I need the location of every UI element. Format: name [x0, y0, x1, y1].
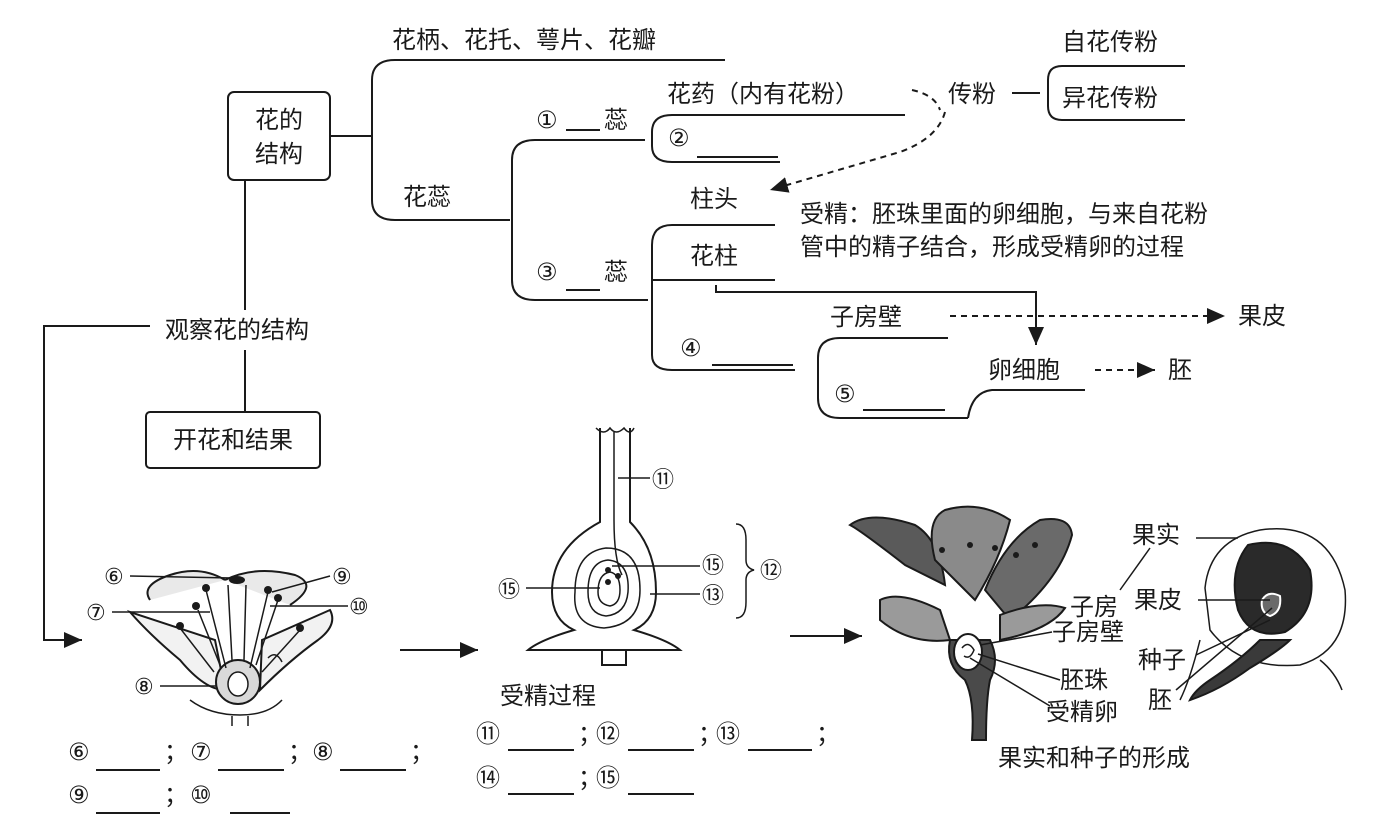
blank-8-sep: ； — [410, 738, 434, 766]
ovule-to-egg-line — [967, 389, 1085, 419]
fruit-leader-zygote — [969, 657, 1051, 707]
fruit-leader-ovule — [977, 653, 1061, 681]
fertilization-illustration — [525, 426, 683, 666]
fert-label-11: ⑪ — [652, 468, 674, 493]
blank-13-sep: ； — [816, 720, 840, 748]
flower-label-6: ⑥ — [104, 565, 124, 590]
style-label: 花柱 — [690, 242, 738, 270]
fertilization-line2: 管中的精子结合，形成受精卵的过程 — [800, 233, 1184, 261]
fert-label-14: ⑮ — [702, 554, 724, 579]
pericarp-label: 果皮 — [1238, 302, 1286, 330]
anther-label: 花药（内有花粉） — [667, 80, 859, 108]
flower-leader-6 — [129, 575, 233, 579]
blank-7-num: ⑦ — [190, 738, 212, 766]
stigma-label: 柱头 — [690, 185, 738, 213]
pistil-num: ③ — [536, 258, 558, 286]
blank-6-sep: ； — [164, 738, 188, 766]
pollination-bracket — [1047, 65, 1185, 121]
flower-label-9: ⑨ — [332, 565, 352, 590]
blank-9-num: ⑨ — [68, 781, 90, 809]
flower-label-8: ⑧ — [134, 675, 154, 700]
root-bracket — [371, 59, 725, 221]
flower-leader-9 — [271, 575, 331, 593]
pistil-stamen-label: 花蕊 — [403, 183, 451, 211]
blank-6-num: ⑥ — [68, 738, 90, 766]
stamen-suffix: 蕊 — [604, 106, 628, 134]
fruit-leader-seed — [1195, 619, 1271, 656]
fert-label-12: ⑫ — [760, 559, 782, 584]
egg-cell-label: 卵细胞 — [988, 356, 1060, 384]
fruit-caption: 果实和种子的形成 — [998, 744, 1190, 772]
perianth-label: 花柄、花托、萼片、花瓣 — [392, 26, 656, 54]
observe-to-flower-arrow — [43, 325, 150, 648]
blank-13-num: ⑬ — [716, 720, 740, 748]
fert-label-13: ⑬ — [702, 584, 724, 609]
fruit-leader-ovary — [1119, 547, 1151, 591]
pistil-sub-bracket — [651, 224, 795, 371]
fruit-label-pericarp: 果皮 — [1134, 586, 1182, 614]
fruit-label-embryo: 胚 — [1148, 686, 1172, 714]
pollination-label: 传粉 — [948, 80, 996, 108]
stamen-num: ① — [536, 106, 558, 134]
pistil-suffix: 蕊 — [604, 258, 628, 286]
fruit-label-ovary-wall: 子房壁 — [1052, 618, 1124, 646]
blank-9-sep: ； — [164, 781, 188, 809]
fruit-leader-embryo — [1175, 607, 1273, 691]
blank-15-num: ⑮ — [596, 764, 620, 792]
ovary-wall-label: 子房壁 — [830, 303, 902, 331]
blank-11-num: ⑪ — [476, 720, 500, 748]
embryo-label: 胚 — [1168, 356, 1192, 384]
blank-12-num: ⑫ — [596, 720, 620, 748]
flower-illustration — [126, 570, 334, 726]
flowering-box — [145, 411, 321, 469]
fruit-label-ovary: 子房 — [1070, 593, 1118, 621]
ovary-sub-bracket — [817, 337, 968, 419]
root-line1: 花的 — [255, 106, 303, 134]
fruit-label-zygote: 受精卵 — [1046, 698, 1118, 726]
flower-label-10: ⑩ — [349, 595, 369, 620]
observe-label: 观察花的结构 — [165, 316, 309, 344]
blank-7-sep: ； — [288, 738, 312, 766]
cross-pollination-label: 异花传粉 — [1062, 84, 1158, 112]
ovule-num: ⑤ — [834, 380, 856, 408]
self-pollination-label: 自花传粉 — [1062, 28, 1158, 56]
style-to-egg-arrow — [715, 285, 1044, 345]
blank-14-num: ⑭ — [476, 764, 500, 792]
fertilization-line1: 受精：胚珠里面的卵细胞，与来自花粉 — [800, 200, 1208, 228]
fruit-illustration — [848, 505, 1347, 741]
ovary-num: ④ — [680, 334, 702, 362]
stamen-pistil-bracket — [511, 139, 648, 301]
stamen-sub-bracket — [651, 114, 905, 163]
fertilization-caption: 受精过程 — [500, 682, 596, 710]
root-line2: 结构 — [255, 140, 303, 168]
flowering-label: 开花和结果 — [173, 426, 293, 454]
pollen-to-stigma-arrow — [769, 111, 946, 193]
blank-14-sep: ； — [578, 764, 602, 792]
blank-12-sep: ； — [698, 720, 722, 748]
fruit-label-ovule: 胚珠 — [1060, 666, 1108, 694]
flower-label-7: ⑦ — [86, 601, 106, 626]
anther-to-pollination-dash — [911, 89, 941, 111]
fruit-label-seed: 种子 — [1138, 646, 1186, 674]
filament-num: ② — [668, 124, 690, 152]
blank-10-num: ⑩ — [190, 781, 212, 809]
fert-label-15: ⑮ — [498, 578, 520, 603]
fruit-label-fruit: 果实 — [1132, 521, 1180, 549]
blank-8-num: ⑧ — [312, 738, 334, 766]
fert-brace-12 — [735, 523, 755, 619]
fruit-leader-ovary-wall — [979, 631, 1053, 646]
blank-11-sep: ； — [578, 720, 602, 748]
